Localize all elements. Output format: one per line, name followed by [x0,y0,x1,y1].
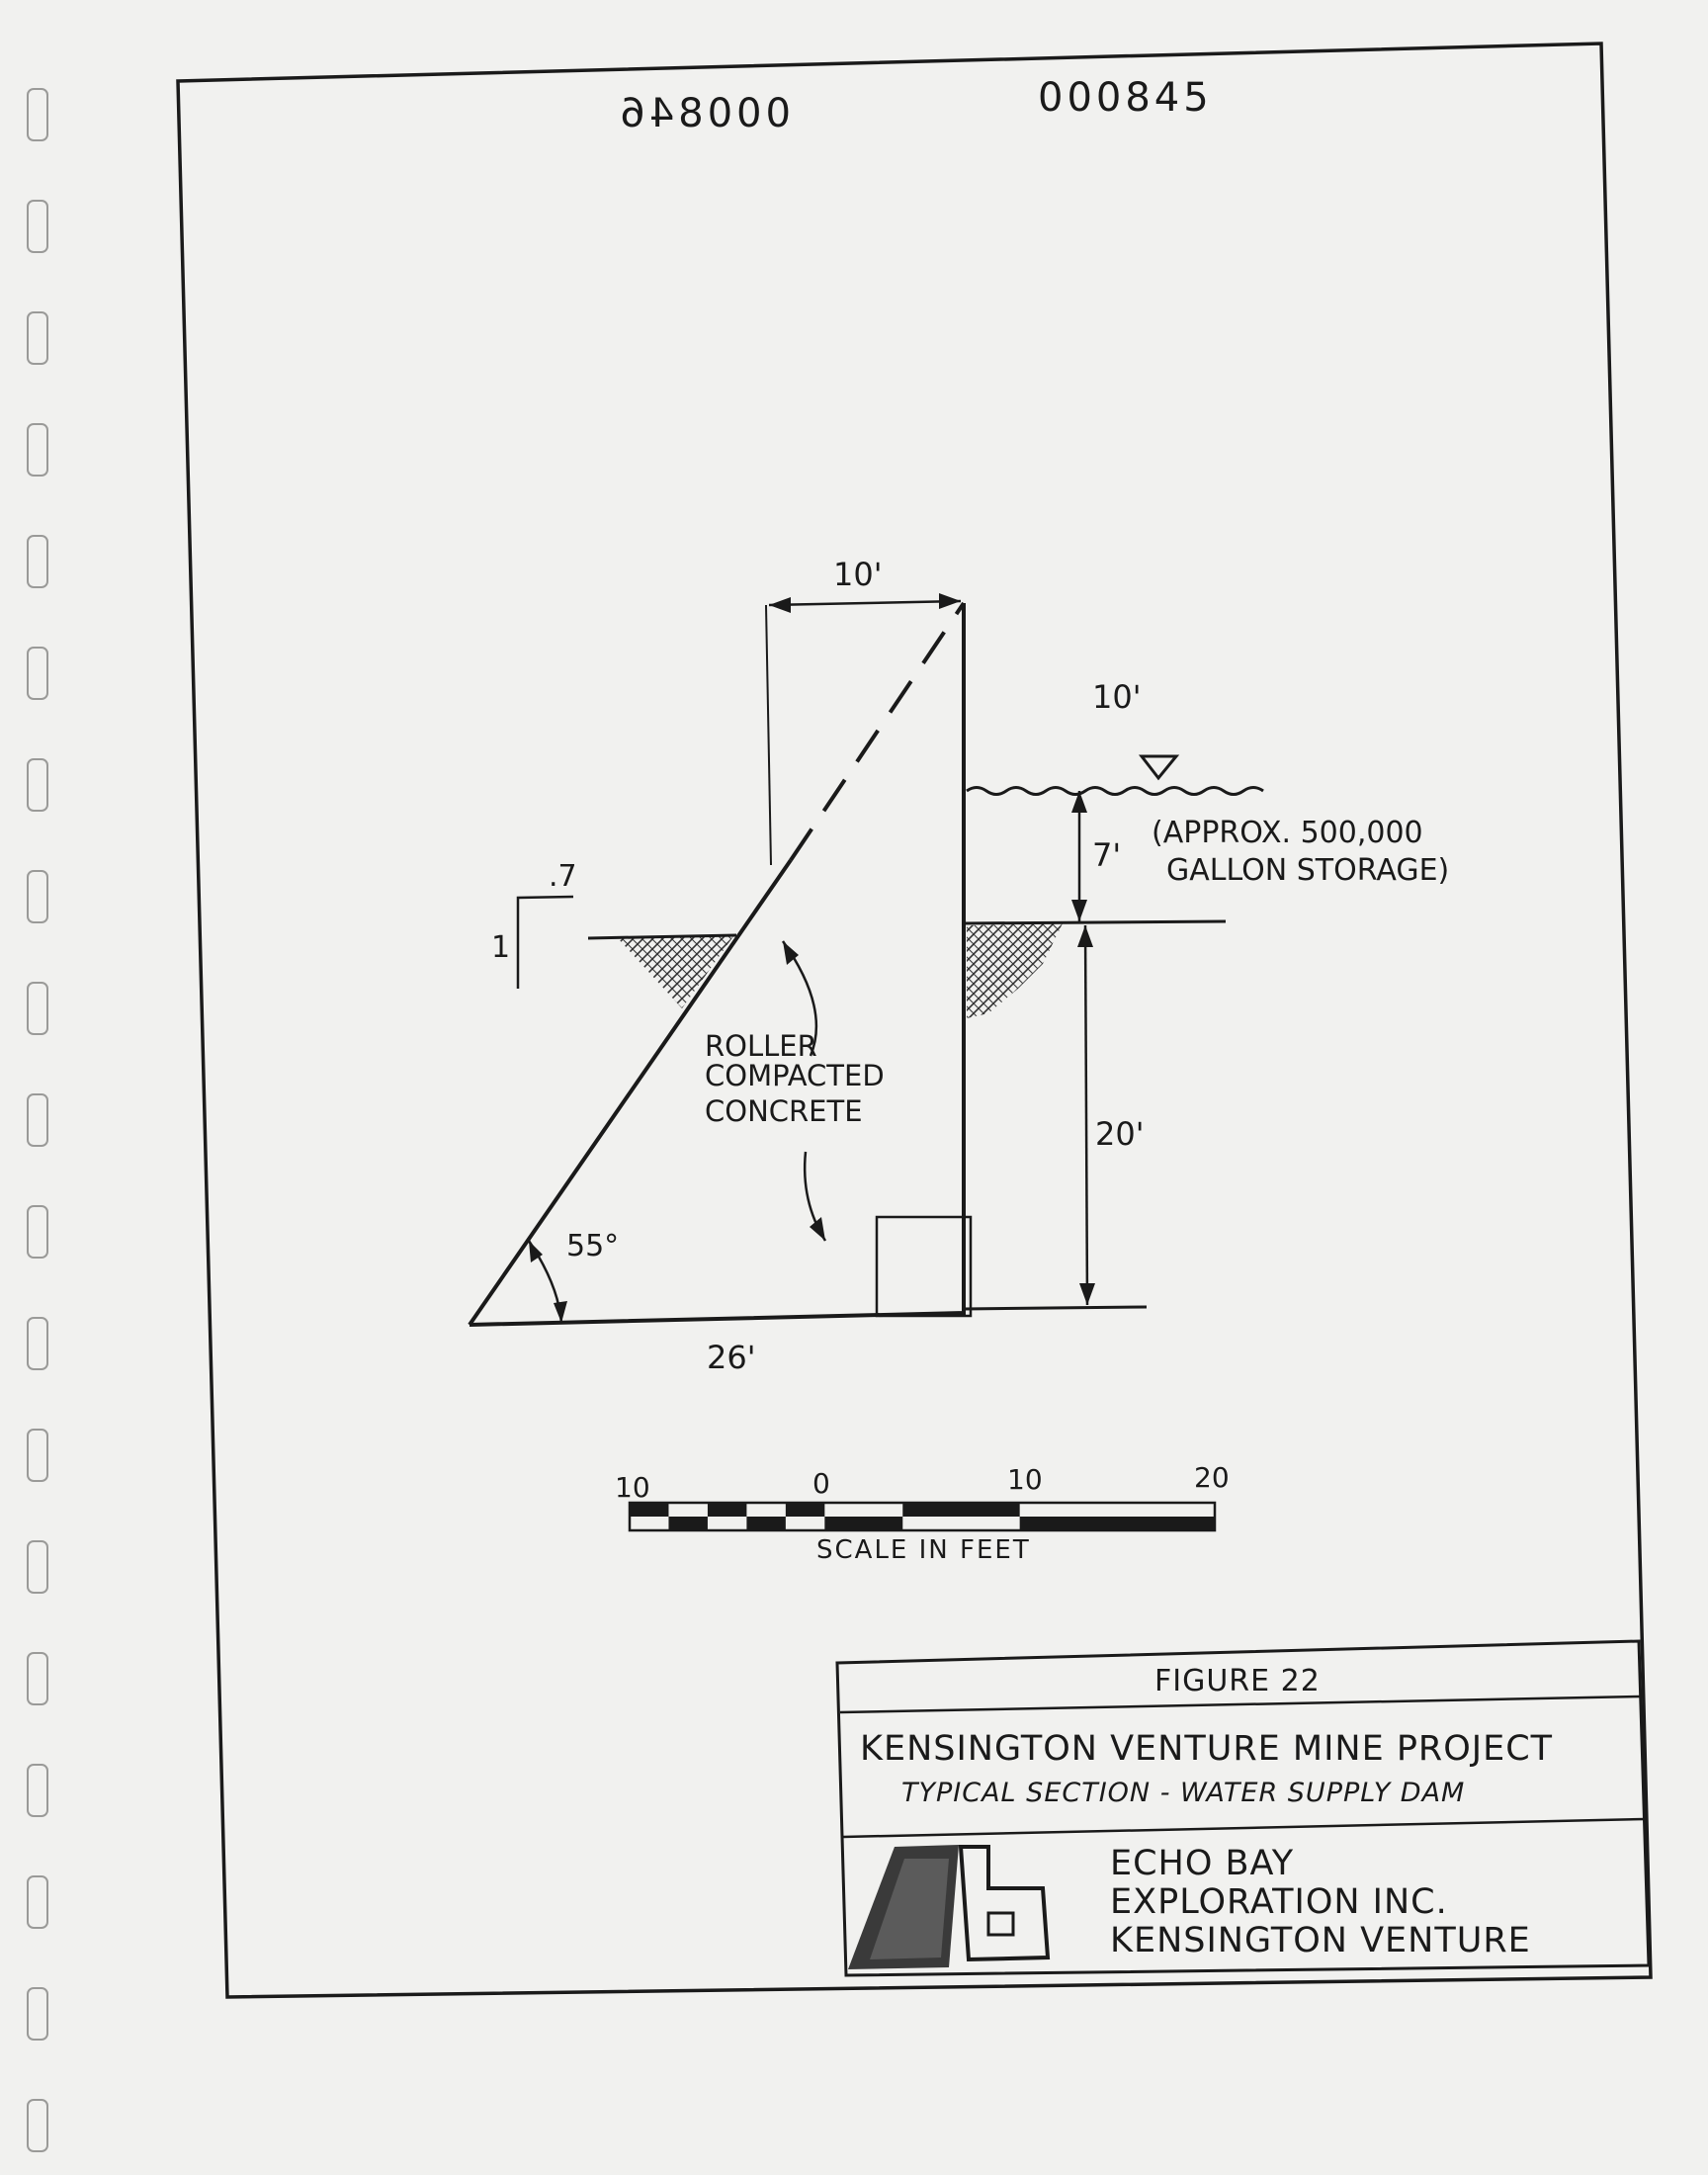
scale-segment [824,1517,903,1530]
crest-reference-line [765,604,772,866]
scale-tick-label: 10 [1007,1463,1043,1496]
water-depth-label: 7' [1092,836,1121,874]
document-number: 000845 [1038,75,1213,121]
binder-hole [27,311,48,365]
binder-hole [27,535,48,588]
binder-hole [27,1540,48,1594]
freeboard-label: 10' [1092,678,1142,716]
binder-hole [27,1875,48,1929]
scale-segment [902,1503,1020,1517]
scale-segment [746,1517,786,1530]
water-level-triangle-icon [1138,754,1180,781]
scale-segment [707,1503,747,1517]
slope-run-label: .7 [549,859,577,894]
binder-hole [27,88,48,141]
crest-width-label: 10' [833,556,883,593]
angle-marker: 55° [527,1229,619,1324]
section-subtitle: TYPICAL SECTION - WATER SUPPLY DAM [901,1778,1465,1808]
angle-label: 55° [566,1229,619,1263]
binder-hole [27,1205,48,1259]
binder-hole [27,2099,48,2152]
scale-tick-label: 20 [1194,1461,1230,1494]
binder-hole [27,758,48,812]
dam-section [468,601,1264,1327]
binder-holes [27,88,48,2152]
storage-note-line2: GALLON STORAGE) [1166,853,1449,888]
company-logo: Eb [0,0,1051,1969]
company-name-line3: KENSINGTON VENTURE [1110,1921,1531,1960]
company-name-line2: EXPLORATION INC. [1110,1882,1448,1922]
material-leader-arrow [781,940,827,1242]
binder-hole [27,1987,48,2041]
downstream-slope [468,858,793,1327]
water-surface [966,786,1264,796]
storage-note-line1: (APPROX. 500,000 [1152,816,1423,850]
embed-depth-dimension: 20' [1077,924,1145,1306]
binder-hole [27,982,48,1035]
title-block-frame [835,1639,1651,1977]
title-block: FIGURE 22 KENSINGTON VENTURE MINE PROJEC… [0,0,1651,1977]
binder-hole [27,870,48,923]
crest-dimension: 10' [768,556,962,613]
drawing-frame [176,42,1653,1999]
figure-number: FIGURE 22 [1154,1664,1321,1698]
binder-hole [27,1429,48,1482]
scale-segment [1019,1517,1215,1530]
logo-text: Eb [0,0,2,1]
scale-bar: 10 0 10 20 SCALE IN FEET [615,1461,1230,1565]
scale-segment [668,1517,708,1530]
binder-hole [27,1652,48,1705]
embed-depth-label: 20' [1095,1115,1145,1153]
project-title: KENSINGTON VENTURE MINE PROJECT [860,1729,1553,1769]
binder-hole [27,1317,48,1370]
ground-hatch-right [967,923,1063,1018]
slope-rise-label: 1 [491,930,510,965]
ground-line-right [963,919,1227,925]
binder-hole [27,1093,48,1147]
company-name-line1: ECHO BAY [1110,1844,1294,1883]
scale-tick-label: 10 [615,1471,650,1504]
scale-segment [630,1503,669,1517]
base-width-label: 26' [707,1339,756,1376]
material-label-line1: ROLLER [705,1029,817,1063]
material-label-line3: CONCRETE [705,1094,863,1128]
slope-indicator: .7 1 [491,859,577,989]
scale-caption: SCALE IN FEET [816,1535,1031,1565]
document-number-mirrored: 000846 [616,91,791,136]
material-label-line2: COMPACTED [705,1059,885,1092]
binder-hole [27,1764,48,1817]
binder-hole [27,423,48,477]
dam-outline [469,603,966,1327]
water-depth-dimension: 7' [1071,791,1121,921]
ground-hatch-left [618,936,733,1008]
original-slope-dashed [789,601,966,862]
binder-hole [27,200,48,253]
scale-segment [785,1503,825,1517]
ground-line-left [587,933,737,940]
binder-hole [27,647,48,700]
scale-tick-label: 0 [812,1467,830,1500]
base-line-right [963,1305,1148,1311]
heel-detail-box [875,1215,973,1318]
